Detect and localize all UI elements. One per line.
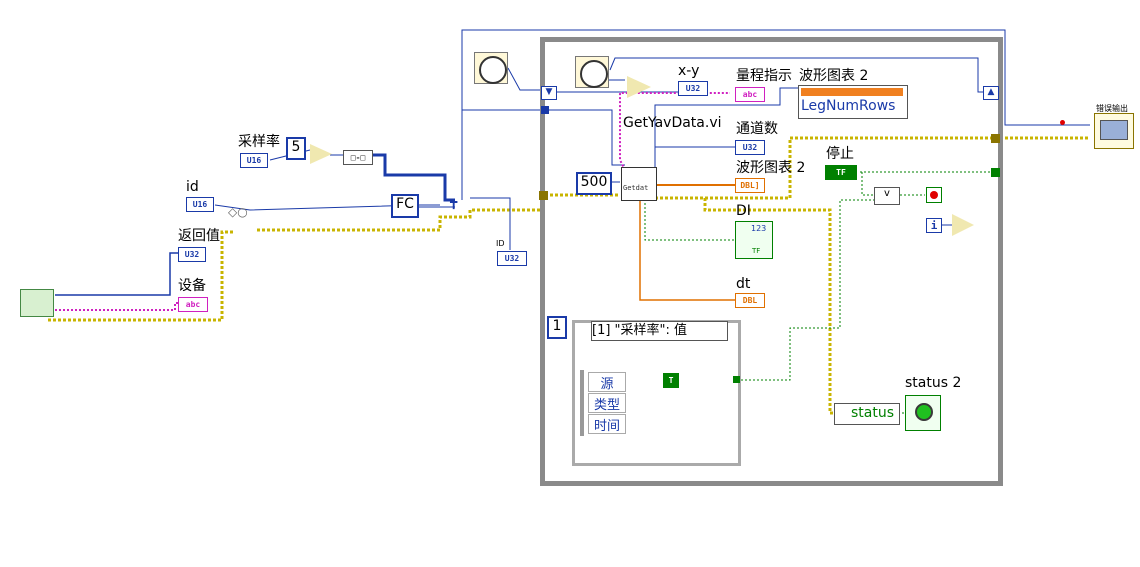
status-element: status <box>851 405 895 421</box>
terminal-dt-dbl[interactable]: DBL <box>735 293 765 308</box>
equal-zero-node[interactable] <box>952 214 974 236</box>
refnum-icon[interactable]: ◇○ <box>228 205 248 219</box>
label-return-value: 返回值 <box>178 228 220 244</box>
property-node-chart[interactable]: LegNumRows <box>798 85 908 119</box>
tunnel-refnum <box>541 106 549 114</box>
terminal-id-u32[interactable]: U32 <box>497 251 527 266</box>
while-loop-frame <box>540 37 1003 486</box>
constant-five[interactable]: 5 <box>286 137 306 160</box>
stop-condition-icon[interactable] <box>926 187 942 203</box>
case-selector[interactable]: [1] "采样率": 值 <box>591 321 728 341</box>
shift-register-left: ▼ <box>541 86 557 100</box>
terminal-device-abc[interactable]: abc <box>178 297 208 312</box>
label-xy: x-y <box>678 63 700 79</box>
tunnel-error-left <box>539 191 548 200</box>
add-node[interactable] <box>310 144 332 164</box>
label-id-small: ID <box>496 239 505 248</box>
true-constant[interactable]: T <box>663 373 679 388</box>
iteration-terminal[interactable]: i <box>926 218 942 233</box>
tunnel-error-right <box>991 134 1000 143</box>
error-cluster-icon <box>1100 120 1128 140</box>
terminal-u16[interactable]: U16 <box>240 153 268 168</box>
device-vi-icon[interactable] <box>20 289 54 317</box>
led-icon <box>915 403 933 421</box>
property-node[interactable]: ┳ <box>450 195 458 209</box>
stop-dot <box>930 191 938 199</box>
terminal-u16-id[interactable]: U16 <box>186 197 214 212</box>
error-wire-node <box>1060 120 1065 125</box>
di-indicator-cluster[interactable]: 123 TF <box>735 221 773 259</box>
label-sample-rate: 采样率 <box>238 134 280 150</box>
label-device: 设备 <box>178 278 206 294</box>
error-out-indicator[interactable] <box>1094 113 1134 149</box>
constant-fc[interactable]: FC <box>391 194 419 218</box>
subtract-node[interactable] <box>627 76 651 98</box>
label-error-out: 错误输出 <box>1096 104 1128 113</box>
label-waveform-chart-top: 波形图表 2 <box>799 68 869 84</box>
shift-register-right: ▲ <box>983 86 999 100</box>
label-getyavdata-vi: GetYavData.vi <box>623 115 722 131</box>
case-selector-label: [1] "采样率": 值 <box>592 323 688 338</box>
terminal-channel-u32[interactable]: U32 <box>735 140 765 155</box>
legnumrows-property[interactable]: LegNumRows <box>801 98 896 114</box>
clock-icon[interactable] <box>575 56 609 88</box>
terminal-xy-u32[interactable]: U32 <box>678 81 708 96</box>
label-di: DI <box>736 203 751 219</box>
or-node[interactable]: v <box>874 187 900 205</box>
constant-500[interactable]: 500 <box>576 172 612 195</box>
status2-indicator[interactable] <box>905 395 941 431</box>
event-data-node[interactable]: 源 类型 时间 <box>580 370 630 436</box>
bundle-node[interactable]: □-□ <box>343 150 373 165</box>
event-field-source: 源 <box>588 372 626 392</box>
label-status2: status 2 <box>905 375 962 391</box>
terminal-waveform-dbl[interactable]: DBL] <box>735 178 765 193</box>
getyavdata-subvi[interactable]: Getdat <box>621 167 657 201</box>
tunnel-bool-event <box>733 376 740 383</box>
label-dt: dt <box>736 276 751 292</box>
event-field-time: 时间 <box>588 414 626 434</box>
unbundle-status[interactable]: status <box>834 403 900 425</box>
constant-one[interactable]: 1 <box>547 316 567 339</box>
terminal-return-u32[interactable]: U32 <box>178 247 206 262</box>
di-bool: TF <box>752 247 761 255</box>
label-waveform-chart-2: 波形图表 2 <box>736 160 806 176</box>
di-numeric: 123 <box>751 224 767 233</box>
terminal-range-abc[interactable]: abc <box>735 87 765 102</box>
label-id: id <box>186 179 199 195</box>
terminal-stop-tf[interactable]: TF <box>825 165 857 180</box>
subvi-caption: Getdat <box>623 184 649 192</box>
label-range-indicator: 量程指示 <box>736 68 792 84</box>
tunnel-bool-right <box>991 168 1000 177</box>
clock-icon[interactable] <box>474 52 508 84</box>
chart-ref-bar <box>801 88 903 96</box>
label-stop: 停止 <box>826 146 854 162</box>
event-field-type: 类型 <box>588 393 626 413</box>
label-channel-count: 通道数 <box>736 121 778 137</box>
